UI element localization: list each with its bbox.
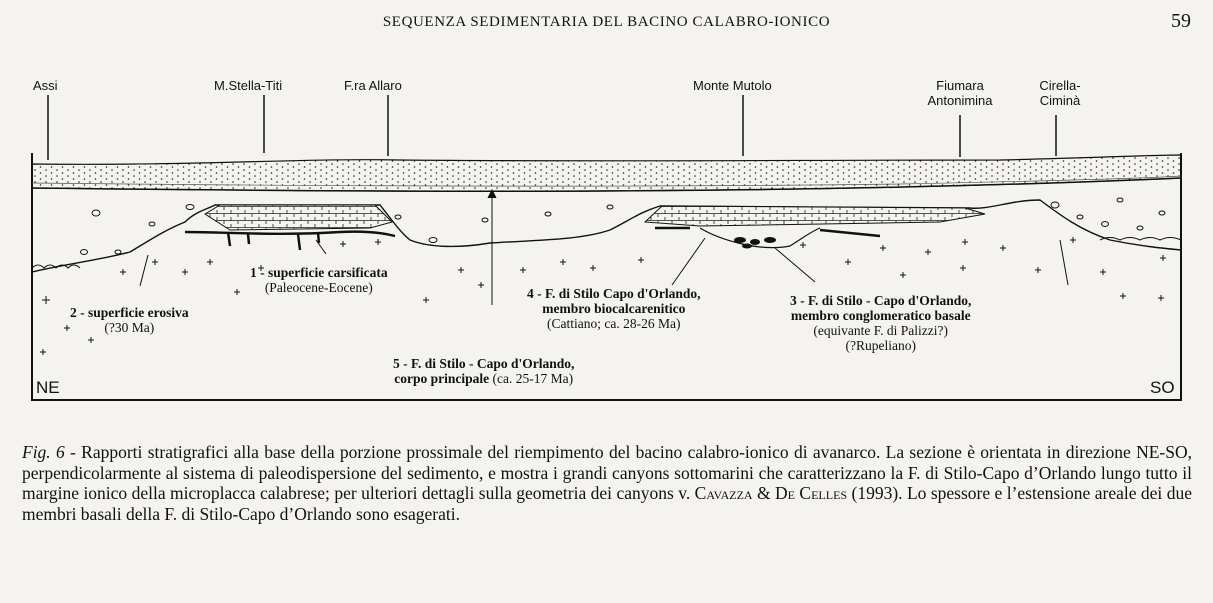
unit-3-title-2: membro conglomeratico basale — [790, 308, 971, 323]
location-label-monte-mutolo: Monte Mutolo — [693, 78, 772, 93]
unit-5-label: 5 - F. di Stilo - Capo d'Orlando, corpo … — [393, 356, 574, 386]
basement-crosses — [40, 237, 1166, 355]
unit-1-label: 1 - superficie carsificata (Paleocene-Eo… — [250, 265, 388, 295]
location-cirella-line1: Cirella- — [1039, 78, 1081, 93]
location-antonimina-line1: Fiumara — [936, 78, 984, 93]
unit-3-age: (?Rupeliano) — [845, 338, 916, 353]
section-frame — [31, 153, 1182, 401]
cross-section-diagram — [31, 95, 1182, 401]
location-ticks — [47, 95, 1057, 160]
erosive-surface — [31, 199, 1182, 273]
unit-5-age: (ca. 25-17 Ma) — [492, 371, 574, 386]
unit-5-title-1: 5 - F. di Stilo - Capo d'Orlando, — [393, 356, 575, 371]
canyon-fill-pebbles — [80, 197, 1166, 255]
unit-4-label: 4 - F. di Stilo Capo d'Orlando, membro b… — [527, 286, 701, 331]
location-label-stella-titi: M.Stella-Titi — [214, 78, 283, 93]
unit-3-label: 3 - F. di Stilo - Capo d'Orlando, membro… — [790, 293, 971, 353]
caption-reference-authors: Cavazza & De Celles — [694, 483, 848, 503]
leader-lines — [139, 188, 1069, 305]
unit-4-title-1: 4 - F. di Stilo Capo d'Orlando, — [527, 286, 701, 301]
unit-3-title-1: 3 - F. di Stilo - Capo d'Orlando, — [790, 293, 972, 308]
unit-3-note: (equivante F. di Palizzi?) — [813, 323, 949, 338]
location-cirella-line2: Ciminà — [1039, 93, 1081, 108]
caption-label: Fig. 6 — [22, 442, 65, 462]
location-label-assi: Assi — [33, 78, 58, 93]
orientation-ne: NE — [36, 378, 60, 397]
karst-surface — [184, 230, 396, 238]
biocalcarenite-layer — [643, 205, 986, 227]
location-label-allaro: F.ra Allaro — [344, 78, 402, 93]
caption-text-part1: - Rapporti stratigrafici alla base della… — [22, 442, 1192, 503]
location-label-antonimina: Fiumara Antonimina — [920, 78, 1000, 108]
basal-conglomerate — [699, 227, 821, 249]
caption-text-part2: (1993). Lo spessore e l’estensione areal… — [22, 483, 1192, 524]
figure-caption: Fig. 6 - Rapporti stratigrafici alla bas… — [22, 442, 1192, 524]
unit-4-age: (Cattiano; ca. 28-26 Ma) — [547, 316, 681, 331]
unit-2-title: 2 - superficie erosiva — [70, 305, 189, 320]
layer-base-line — [31, 177, 1182, 193]
unit-5-title-2: corpo principale — [394, 371, 490, 386]
running-title: SEQUENZA SEDIMENTARIA DEL BACINO CALABRO… — [382, 14, 831, 30]
unit-1-age: (Paleocene-Eocene) — [264, 280, 373, 295]
unit-2-label: 2 - superficie erosiva (?30 Ma) — [70, 305, 189, 335]
location-label-cirella-cimina: Cirella- Ciminà — [1031, 78, 1089, 108]
karst-limestone-layer — [204, 204, 393, 231]
unit-2-age: (?30 Ma) — [104, 320, 155, 335]
page-number: 59 — [1171, 10, 1191, 32]
location-antonimina-line2: Antonimina — [927, 93, 993, 108]
unit-1-title: 1 - superficie carsificata — [250, 265, 388, 280]
orientation-so: SO — [1150, 378, 1175, 397]
unit-4-title-2: membro biocalcarenitico — [542, 301, 686, 316]
